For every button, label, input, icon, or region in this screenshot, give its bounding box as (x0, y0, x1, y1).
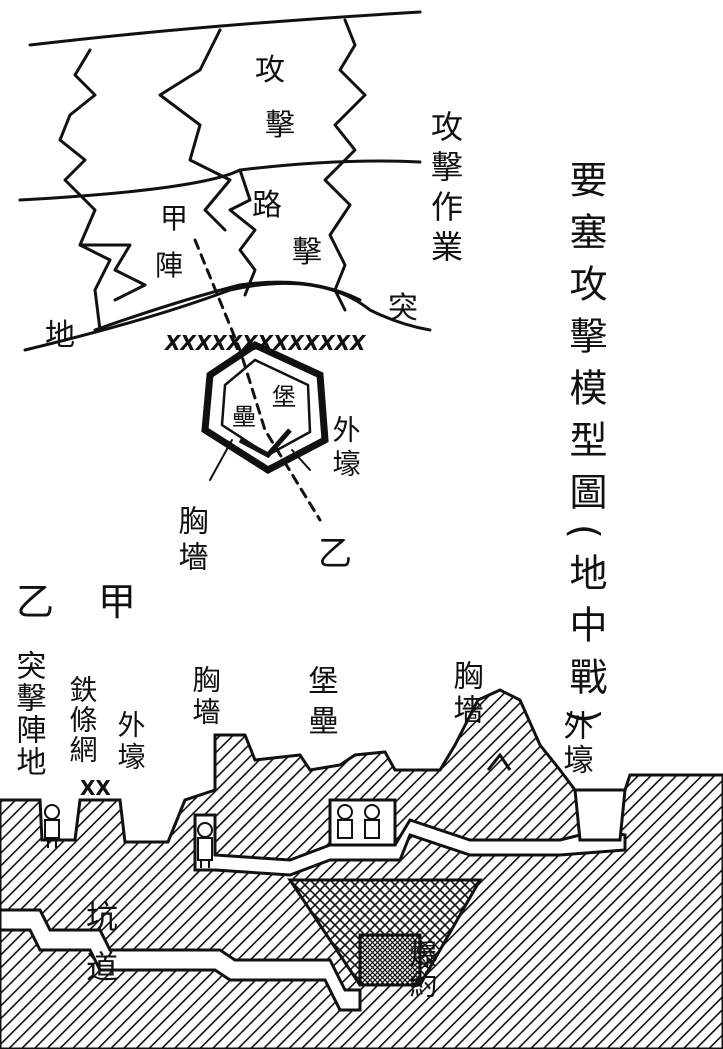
section-label-parapet-right: 胸墻 (448, 660, 484, 728)
section-label-explosive: 爆約 (406, 940, 439, 1000)
plan-label-route-2: 擊 (292, 235, 322, 270)
plan-label-attack-work: 攻擊作業 (426, 110, 464, 270)
diagram-title: 要塞攻擊模型圖(地中戰) (563, 160, 607, 738)
soldier-figures (44, 752, 512, 868)
section-label-assault-pos: 突擊陣地 (11, 650, 47, 778)
plan-label-fort-2: 壘 (232, 403, 256, 431)
section-label-moat-left: 外壕 (114, 710, 147, 774)
section-label-tunnel: 坑道 (81, 900, 119, 1000)
section-wire-marks: XX (80, 776, 111, 800)
plan-label-kou-a: 甲 (160, 202, 188, 235)
plan-label-route-1: 路 (252, 188, 282, 223)
section-label-wire: 鉄條網 (66, 675, 99, 765)
section-label-moat-right: 外壕 (558, 710, 593, 778)
plan-label-attack: 攻 (255, 53, 285, 88)
plan-label-assault: 突 (388, 291, 418, 326)
section-label-parapet-left: 胸墻 (189, 665, 222, 729)
tunnel (0, 908, 362, 1012)
plan-label-kou-b: 陣 (155, 249, 183, 282)
plan-label-attack2: 擊 (265, 108, 295, 143)
section-caption: 甲乙之斷面 (0, 580, 180, 624)
plan-label-moat: 外壕 (329, 415, 362, 483)
section-label-fort: 堡壘 (303, 665, 339, 745)
plan-view: XXXXXXXXXXXXX 攻 擊 路 擊 甲 陣 突 地 堡 壘 乙 攻擊作業… (18, 10, 464, 577)
plan-label-yi: 乙 (318, 534, 352, 574)
plan-label-fort-1: 堡 (272, 383, 296, 411)
plan-label-parapet: 胸墻 (173, 505, 209, 577)
cross-section: XX 突擊陣地 鉄條網 外壕 胸墻 堡壘 胸墻 外壕 坑道 爆約 (0, 650, 723, 1049)
plan-label-ground: 地 (45, 318, 75, 353)
fortress-plan (201, 341, 329, 481)
